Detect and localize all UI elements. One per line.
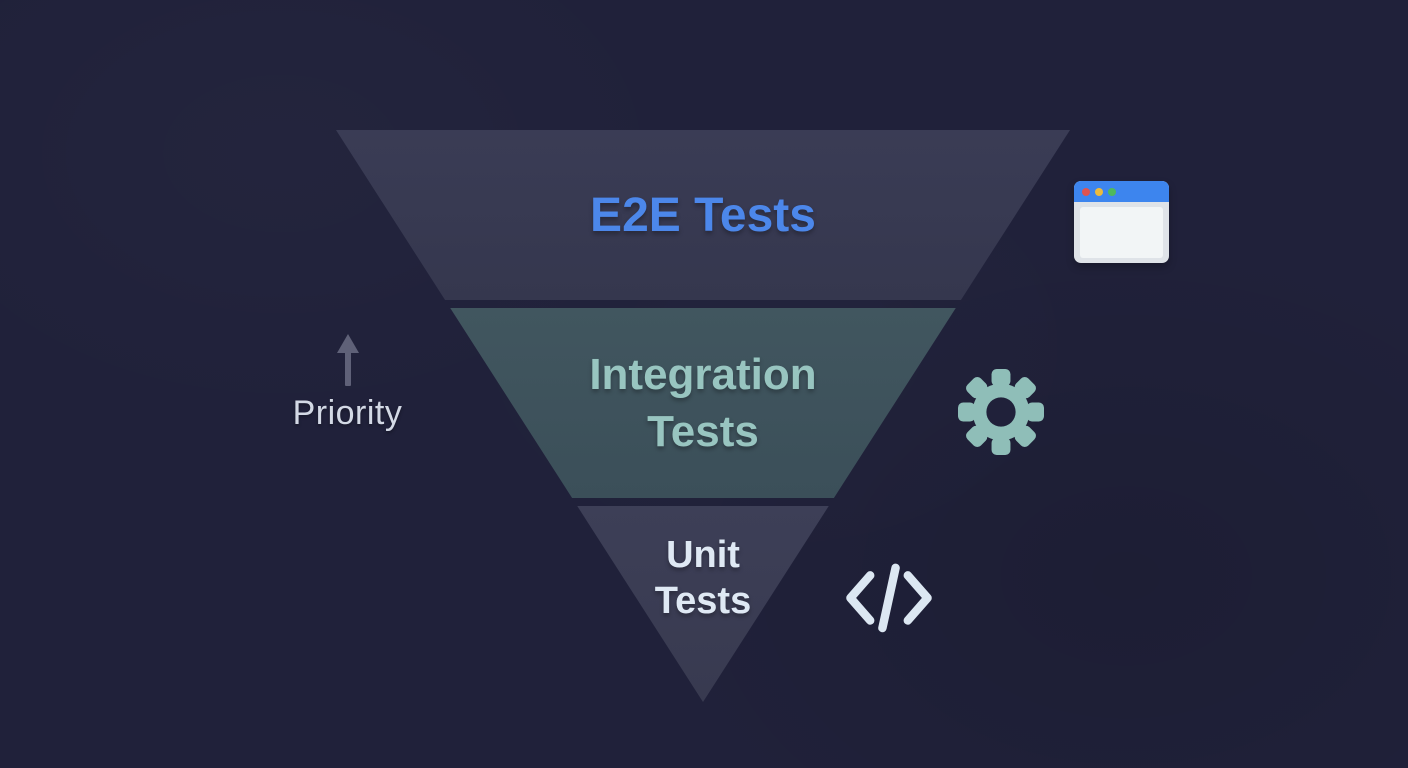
layer-e2e-label: E2E Tests: [590, 188, 816, 242]
priority-up-arrow-icon: [336, 334, 359, 386]
browser-window-page: [1080, 207, 1163, 258]
layer-unit-tests: Unit Tests: [336, 506, 1070, 702]
priority-label: Priority: [292, 394, 403, 432]
browser-window-dot: [1095, 187, 1103, 196]
browser-window-icon: [1074, 181, 1169, 263]
browser-window-dot: [1108, 187, 1116, 196]
browser-window-titlebar: [1074, 181, 1169, 202]
layer-integration-label-line2: Tests: [647, 407, 759, 456]
layer-e2e-tests: E2E Tests: [336, 130, 1070, 300]
code-icon: [846, 563, 932, 633]
browser-window-dot: [1082, 187, 1090, 196]
layer-unit-label-line1: Unit: [666, 534, 740, 576]
layer-integration-label-line1: Integration: [589, 350, 817, 399]
layer-unit-label-line2: Tests: [654, 580, 752, 622]
gear-icon: [958, 369, 1044, 455]
priority-axis: Priority: [260, 334, 435, 433]
